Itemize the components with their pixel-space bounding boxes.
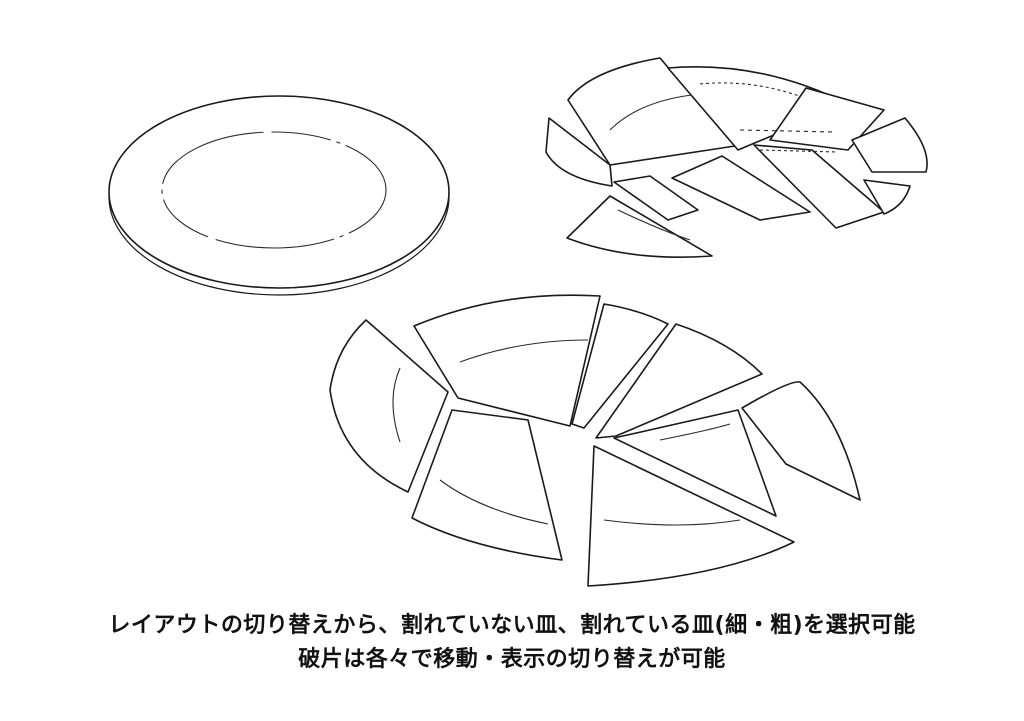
finely-broken-plate bbox=[545, 57, 928, 258]
fine-fragment bbox=[613, 175, 699, 221]
coarse-fragment bbox=[587, 445, 795, 587]
coarse-fragment bbox=[329, 319, 449, 493]
coarse-fragment bbox=[613, 409, 777, 517]
coarse-fragment bbox=[571, 303, 669, 429]
coarsely-broken-plate bbox=[329, 294, 861, 587]
fine-fragment bbox=[863, 179, 911, 215]
caption-line-2: 破片は各々で移動・表示の切り替えが可能 bbox=[298, 647, 726, 672]
caption-line-1: レイアウトの切り替えから、割れていない皿、割れている皿(細・粗)を選択可能 bbox=[108, 613, 916, 638]
fine-fragment bbox=[545, 117, 613, 187]
coarse-fragment bbox=[595, 323, 763, 439]
coarse-fragment bbox=[413, 294, 601, 427]
coarse-fragment bbox=[411, 409, 563, 561]
coarse-fragment bbox=[741, 381, 861, 501]
fine-fragment bbox=[671, 155, 811, 221]
fine-fragment bbox=[851, 117, 928, 173]
fine-fragment bbox=[566, 195, 713, 258]
fine-fragment bbox=[769, 87, 885, 151]
intact-plate bbox=[108, 95, 450, 296]
